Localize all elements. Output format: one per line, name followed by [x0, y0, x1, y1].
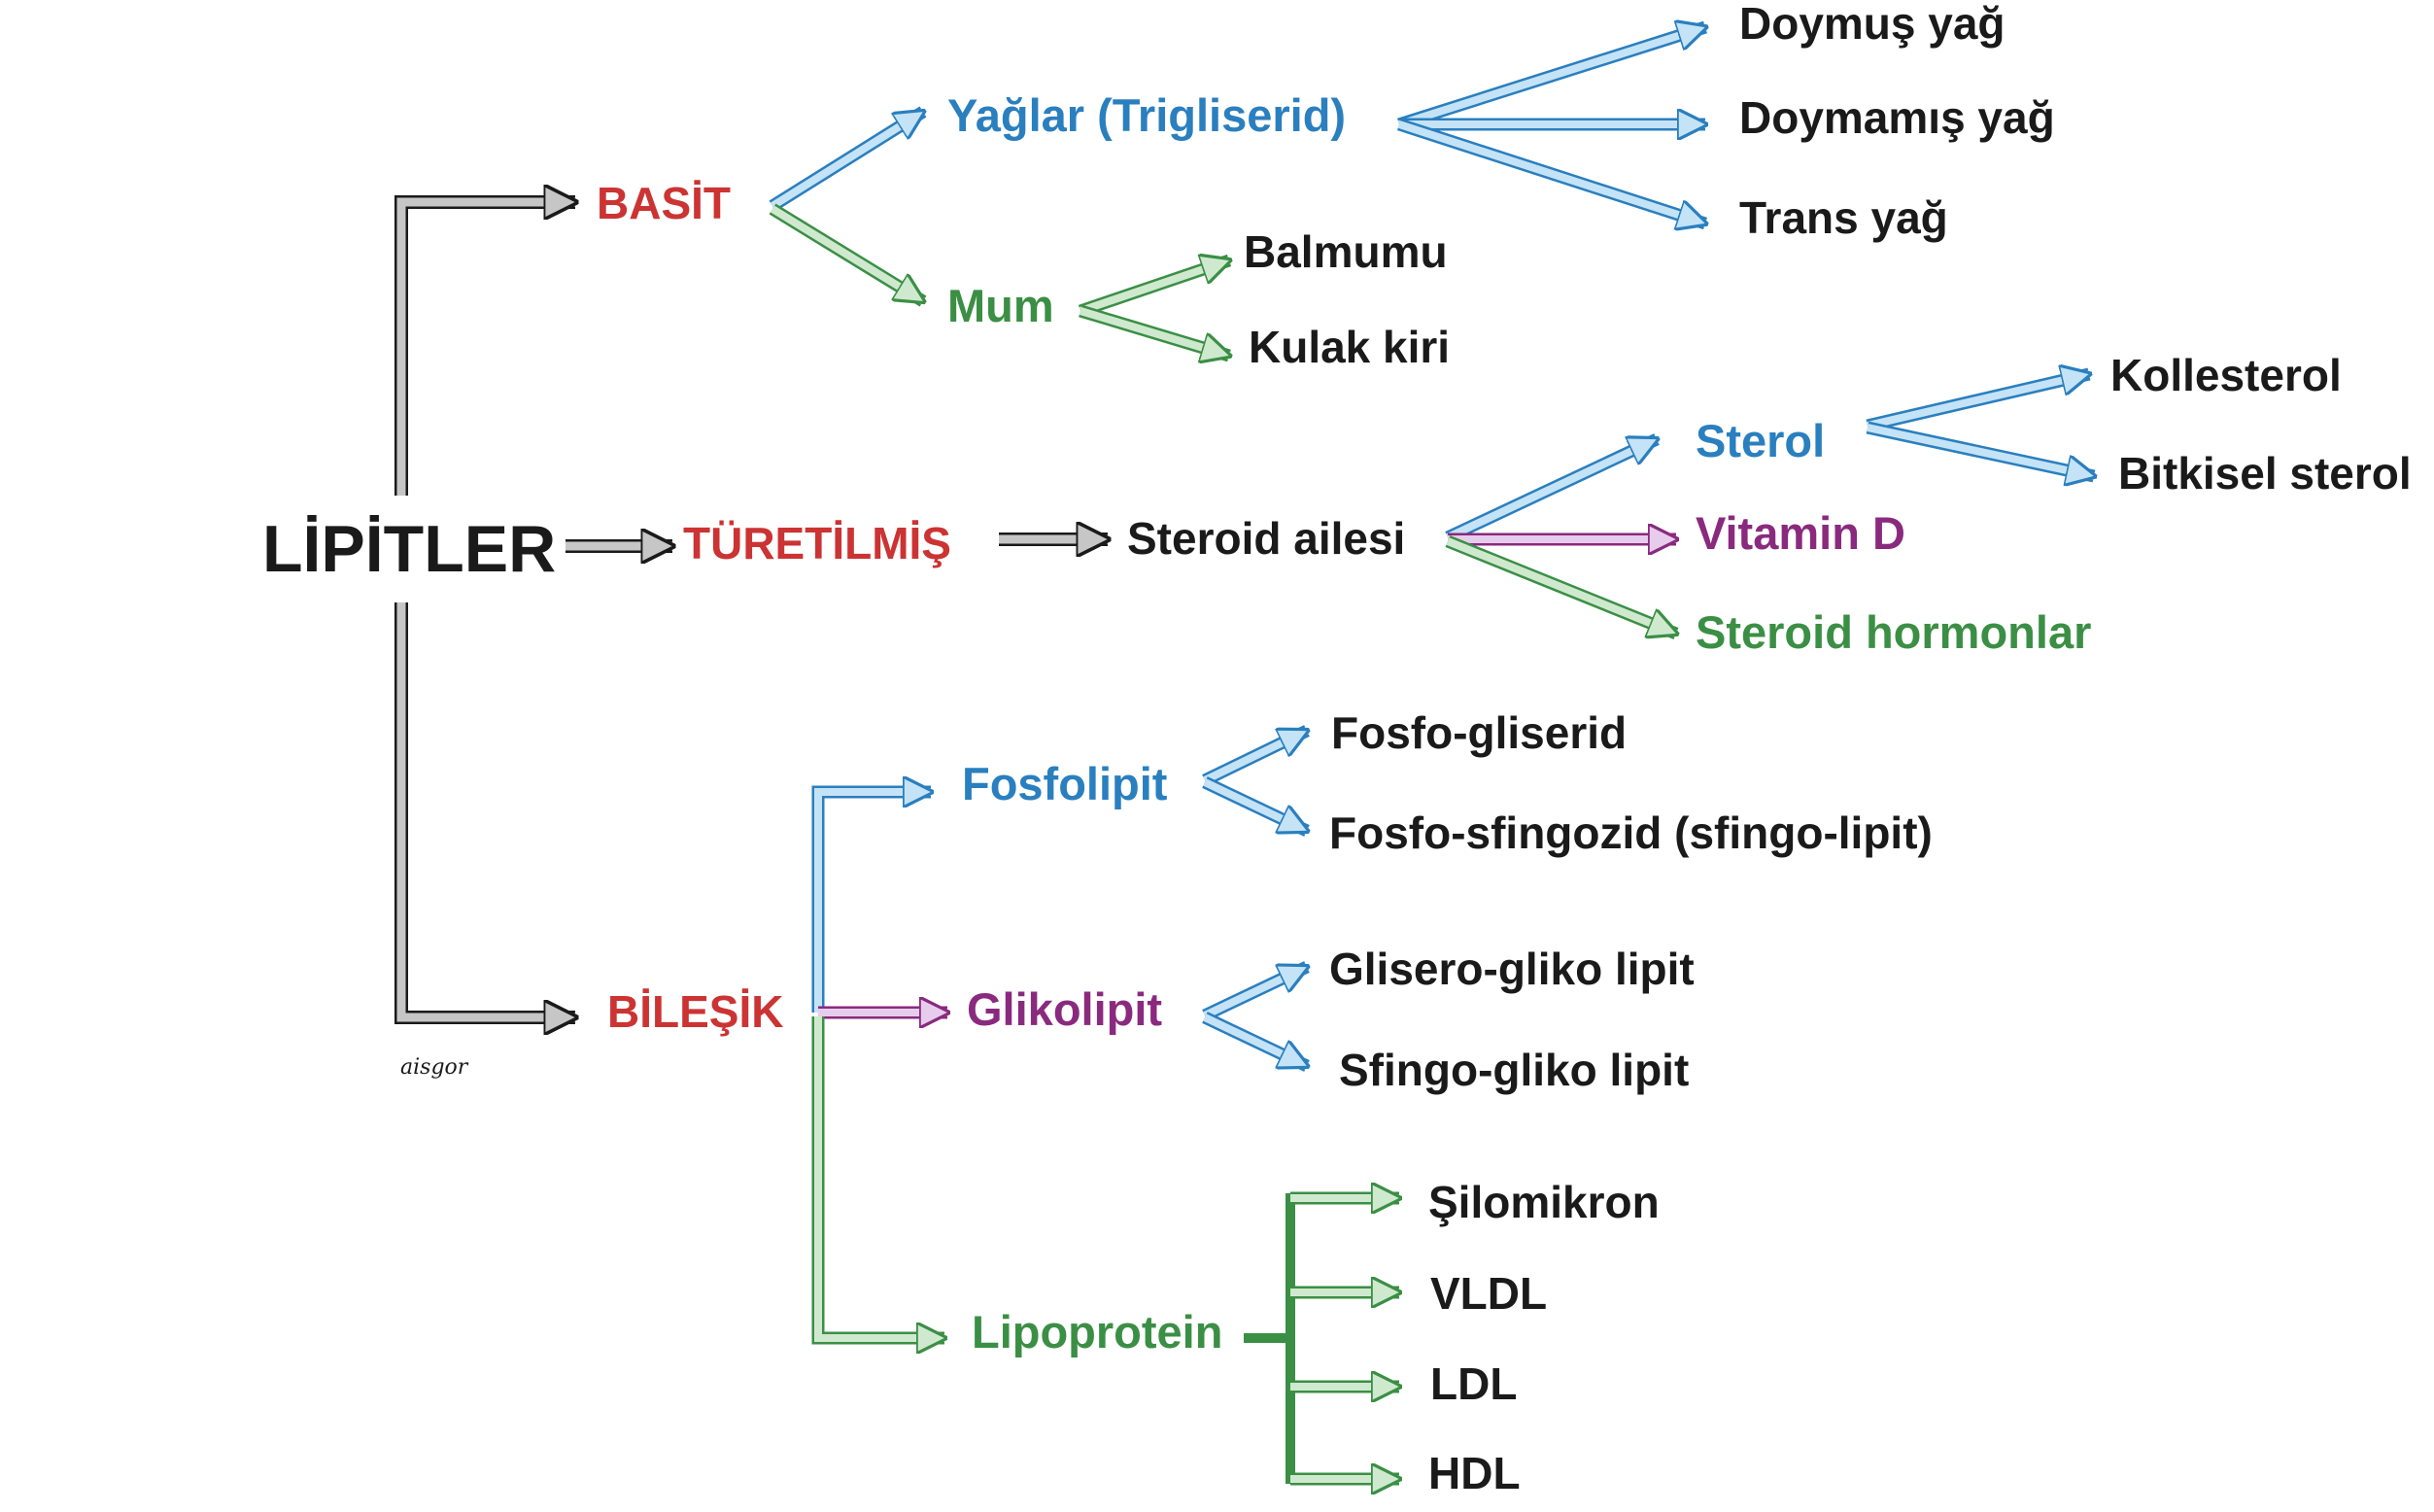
lipoprotein-label: Lipoprotein	[972, 1306, 1222, 1357]
hdl-label: HDL	[1428, 1448, 1521, 1498]
vldl-label: VLDL	[1430, 1268, 1547, 1319]
bitkisel-sterol-label: Bitkisel sterol	[2118, 448, 2412, 498]
root-label: LİPİTLER	[262, 512, 556, 586]
fosfo-gliserid-label: Fosfo-gliserid	[1331, 707, 1627, 758]
arrow-root-to-bilesik	[394, 602, 575, 1024]
arrow-root-to-basit	[394, 195, 575, 496]
basit-connectors	[769, 27, 1705, 356]
kollesterol-label: Kollesterol	[2110, 350, 2342, 400]
vitamin-d-label: Vitamin D	[1696, 507, 1905, 559]
turetilmis-label: TÜRETİLMİŞ	[683, 518, 951, 568]
trans-yag-label: Trans yağ	[1739, 192, 1948, 243]
mum-label: Mum	[947, 280, 1054, 331]
sterol-label: Sterol	[1696, 415, 1825, 466]
basit-label: BASİT	[597, 178, 731, 228]
bilesik-connectors	[811, 725, 1399, 1484]
sfingo-gliko-lipit-label: Sfingo-gliko lipit	[1339, 1045, 1689, 1095]
kulak-kiri-label: Kulak kiri	[1249, 322, 1450, 372]
balmumu-label: Balmumu	[1244, 226, 1448, 277]
doymamis-yag-label: Doymamış yağ	[1739, 92, 2055, 143]
arrow-bilesik-to-lipoprotein	[811, 1016, 944, 1345]
steroid-hormonlar-label: Steroid hormonlar	[1696, 606, 2091, 658]
root-connectors	[394, 195, 1108, 1024]
turetilmis-connectors	[1445, 374, 2094, 640]
doymus-yag-label: Doymuş yağ	[1739, 0, 2005, 49]
silomikron-label: Şilomikron	[1428, 1177, 1660, 1227]
fosfolipit-label: Fosfolipit	[962, 758, 1168, 809]
fosfo-sfingozid-label: Fosfo-sfingozid (sfingo-lipit)	[1329, 808, 1933, 858]
lipoprotein-bracket	[1244, 1193, 1295, 1484]
glisero-gliko-lipit-label: Glisero-gliko lipit	[1329, 944, 1695, 994]
glikolipit-label: Glikolipit	[967, 983, 1162, 1035]
ldl-label: LDL	[1430, 1358, 1517, 1409]
yaglar-label: Yağlar (Trigliserid)	[947, 89, 1346, 141]
arrow-bilesik-to-fosfolipit	[811, 785, 931, 1013]
bilesik-label: BİLEŞİK	[607, 986, 783, 1037]
steroid-ailesi-label: Steroid ailesi	[1127, 513, 1405, 564]
signature: aisgor	[400, 1055, 469, 1080]
